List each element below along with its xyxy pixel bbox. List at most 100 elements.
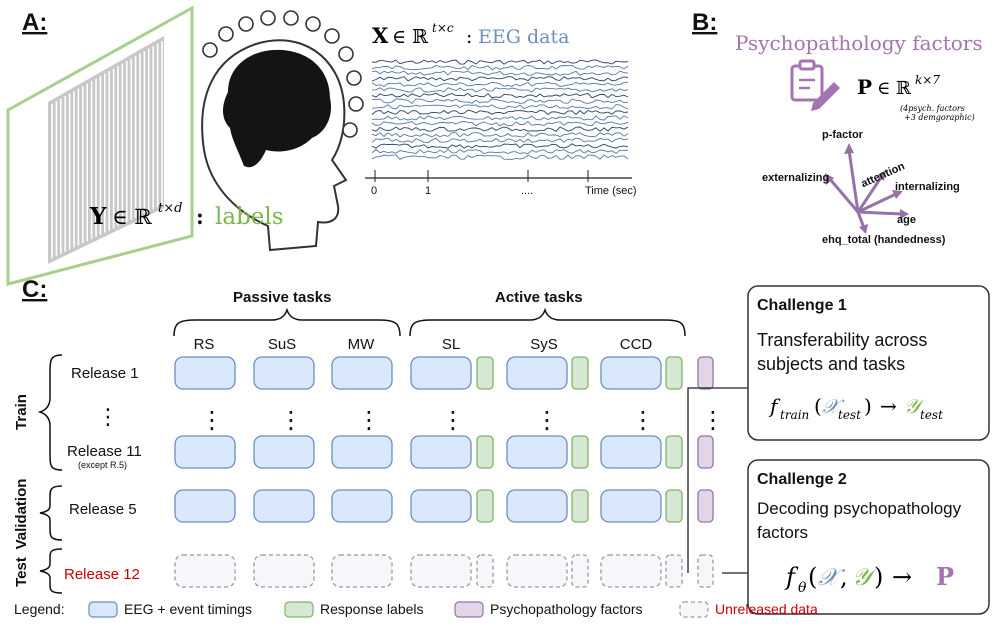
electrode: [202, 42, 218, 58]
challenge-1-box: Challenge 1 Transferability across subje…: [747, 285, 990, 441]
eeg-trace: [371, 104, 629, 110]
factor-p: p-factor: [822, 129, 864, 141]
y-dims: t×d: [158, 201, 182, 216]
task-header-ccd: CCD: [620, 336, 653, 353]
vertical-ellipsis: ⋮: [701, 407, 725, 434]
response-block: [571, 489, 589, 523]
task-grid: ⋮⋮⋮⋮⋮⋮⋮: [174, 356, 725, 588]
psych-block: [697, 356, 714, 390]
eeg-trace: [371, 154, 629, 160]
challenge-2-line2: factors: [757, 523, 808, 542]
electrode-ring: [202, 10, 364, 138]
x-colon: :: [466, 26, 472, 48]
vertical-ellipsis: ⋮: [535, 407, 559, 434]
time-tick-1: 1: [425, 185, 431, 197]
eeg-block: [410, 489, 472, 523]
c1-y-sub: test: [920, 408, 943, 422]
eeg-trace: [371, 98, 629, 105]
c1-f-sub: train: [780, 408, 809, 422]
eeg-traces: [371, 59, 629, 160]
eeg-block: [506, 435, 568, 469]
eeg-block: [600, 435, 662, 469]
eeg-block: [600, 356, 662, 390]
legend-response-label: Response labels: [320, 601, 424, 617]
factor-externalizing: externalizing: [762, 172, 829, 184]
p-symbol: P: [857, 75, 872, 99]
x-dims: t×c: [432, 21, 454, 35]
passive-tasks-brace: [173, 307, 401, 337]
panel-a-tag: A:: [22, 9, 47, 36]
eeg-block: [253, 356, 315, 390]
clipboard-edit-icon: [790, 59, 840, 111]
eeg-trace: [371, 137, 629, 144]
time-tick-dots: ....: [521, 185, 533, 197]
labels-text: labels: [215, 204, 284, 230]
stimulus-screen: [6, 5, 194, 286]
factor-note-line2: +3 demgoraphic): [904, 113, 975, 122]
legend-psych-label: Psychopathology factors: [490, 601, 643, 617]
response-block: [665, 356, 683, 390]
c2-arrow: →: [892, 563, 912, 591]
active-tasks-brace: [409, 307, 686, 337]
eeg-trace: [371, 120, 629, 127]
c1-arrow: →: [880, 394, 897, 418]
psych-factors-title: Psychopathology factors: [735, 31, 983, 55]
c1-x-sub: test: [838, 408, 861, 422]
task-header-sus: SuS: [268, 336, 296, 353]
vertical-ellipsis: ⋮: [200, 407, 224, 434]
eeg-block: [331, 489, 393, 523]
test-label: Test: [13, 557, 30, 587]
panel-b-tag: B:: [692, 9, 717, 36]
time-axis: 0 1 .... Time (sec): [365, 170, 637, 197]
release-11-note: (except R.5): [78, 460, 127, 470]
eeg-block: [506, 489, 568, 523]
eeg-trace: [371, 64, 629, 71]
challenge-1-line1: Transferability across: [757, 330, 927, 350]
train-label: Train: [13, 394, 30, 430]
y-symbol: Y: [89, 203, 107, 230]
psych-block: [697, 489, 714, 523]
vertical-ellipsis: ⋮: [631, 407, 655, 434]
c2-close: ): [874, 563, 883, 591]
labels-equation: Y ∈ ℝ t×d : labels: [89, 201, 284, 230]
p-set: ∈ ℝ: [877, 78, 912, 99]
stimulus-pattern: [51, 41, 163, 259]
c2-f-sub: θ: [798, 580, 807, 596]
eeg-trace: [371, 132, 629, 138]
psych-block: [697, 435, 714, 469]
response-block: [665, 435, 683, 469]
legend-title: Legend:: [14, 601, 65, 617]
eeg-trace: [371, 59, 629, 65]
c1-close: ): [864, 394, 872, 418]
challenge-2-title: Challenge 2: [757, 471, 847, 488]
legend-eeg-label: EEG + event timings: [124, 601, 252, 617]
x-symbol: X: [372, 23, 389, 48]
y-colon: :: [196, 204, 204, 229]
unreleased-response-block: [476, 554, 494, 588]
challenge-2-box: Challenge 2 Decoding psychopathology fac…: [747, 459, 990, 615]
active-tasks-title: Active tasks: [495, 289, 583, 306]
response-block: [571, 435, 589, 469]
eeg-block: [174, 489, 236, 523]
panel-c-tag: C:: [22, 276, 47, 303]
legend: Legend: EEG + event timings Response lab…: [14, 601, 818, 618]
eeg-trace: [371, 70, 629, 76]
legend-swatch-unreleased: [679, 601, 709, 618]
time-axis-label: Time (sec): [585, 185, 637, 197]
eeg-block: [410, 435, 472, 469]
time-tick-0: 0: [371, 185, 377, 197]
factor-vectors: p-factor externalizing attention interna…: [762, 129, 960, 246]
unreleased-eeg-block: [174, 554, 236, 588]
task-header-rs: RS: [194, 336, 215, 353]
c2-comma: ,: [840, 563, 848, 591]
response-block: [476, 356, 494, 390]
electrode: [283, 10, 299, 26]
eeg-block: [253, 489, 315, 523]
eeg-block: [174, 435, 236, 469]
eeg-block: [410, 356, 472, 390]
c2-p-symbol: P: [936, 562, 954, 591]
eeg-trace: [371, 143, 629, 149]
factor-internalizing: internalizing: [895, 181, 960, 193]
legend-unreleased-label: Unreleased data: [715, 601, 818, 617]
